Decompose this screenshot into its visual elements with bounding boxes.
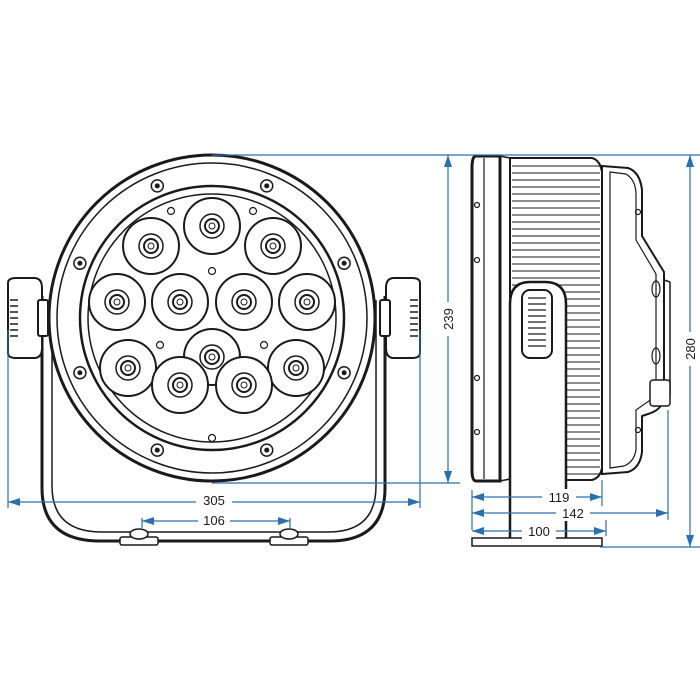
screw-icon	[207, 266, 217, 276]
dim-label-142: 142	[562, 506, 584, 521]
side-view	[470, 154, 671, 547]
screw-icon	[155, 340, 165, 350]
ring-screws	[73, 179, 351, 457]
led-lens-icon	[183, 197, 241, 255]
led-lens-icon	[151, 273, 209, 331]
front-view	[7, 153, 421, 546]
led-lens-icon	[244, 217, 302, 275]
screw-icon	[248, 206, 258, 216]
led-lens-icon	[215, 356, 273, 414]
screw-icon	[259, 443, 274, 457]
screw-icon	[207, 433, 217, 443]
side-base	[471, 537, 603, 547]
led-lens-icon	[88, 273, 146, 331]
dim-label-119: 119	[549, 490, 570, 505]
dim-label-280: 280	[683, 338, 698, 360]
screw-icon	[259, 179, 274, 193]
bracket-knob-icon[interactable]	[7, 277, 49, 359]
screw-icon	[73, 365, 87, 380]
yoke-bracket-inner	[51, 300, 377, 533]
led-lens-icon	[122, 217, 180, 275]
dim-label-106: 106	[203, 513, 225, 528]
screw-icon	[337, 365, 351, 380]
led-lens-icon	[267, 339, 325, 397]
led-array	[88, 197, 336, 414]
led-lens-icon	[278, 273, 336, 331]
screw-icon	[259, 340, 269, 350]
dim-label-305: 305	[203, 493, 225, 508]
front-bezel	[78, 184, 346, 452]
dimension-labels: 305 106 239 280 119 142 100	[196, 302, 698, 539]
mounting-feet	[119, 528, 309, 546]
led-lens-icon	[215, 273, 273, 331]
dim-label-239: 239	[441, 308, 456, 330]
led-lens-icon	[99, 339, 157, 397]
rear-connector	[649, 379, 671, 407]
housing-inner-ring	[56, 162, 368, 474]
yoke-bracket	[40, 296, 387, 543]
rear-cover	[601, 164, 665, 476]
screw-icon	[337, 256, 351, 271]
screw-icon	[73, 256, 87, 271]
screw-icon	[150, 443, 165, 457]
bracket-knob-icon[interactable]	[521, 289, 553, 359]
dim-label-100: 100	[528, 524, 550, 539]
bracket-knob-icon[interactable]	[379, 277, 421, 359]
screw-icon	[166, 206, 176, 216]
led-lens-icon	[151, 356, 209, 414]
side-front-bezel	[470, 154, 502, 483]
inner-screws	[155, 206, 269, 443]
screw-icon	[150, 179, 165, 193]
